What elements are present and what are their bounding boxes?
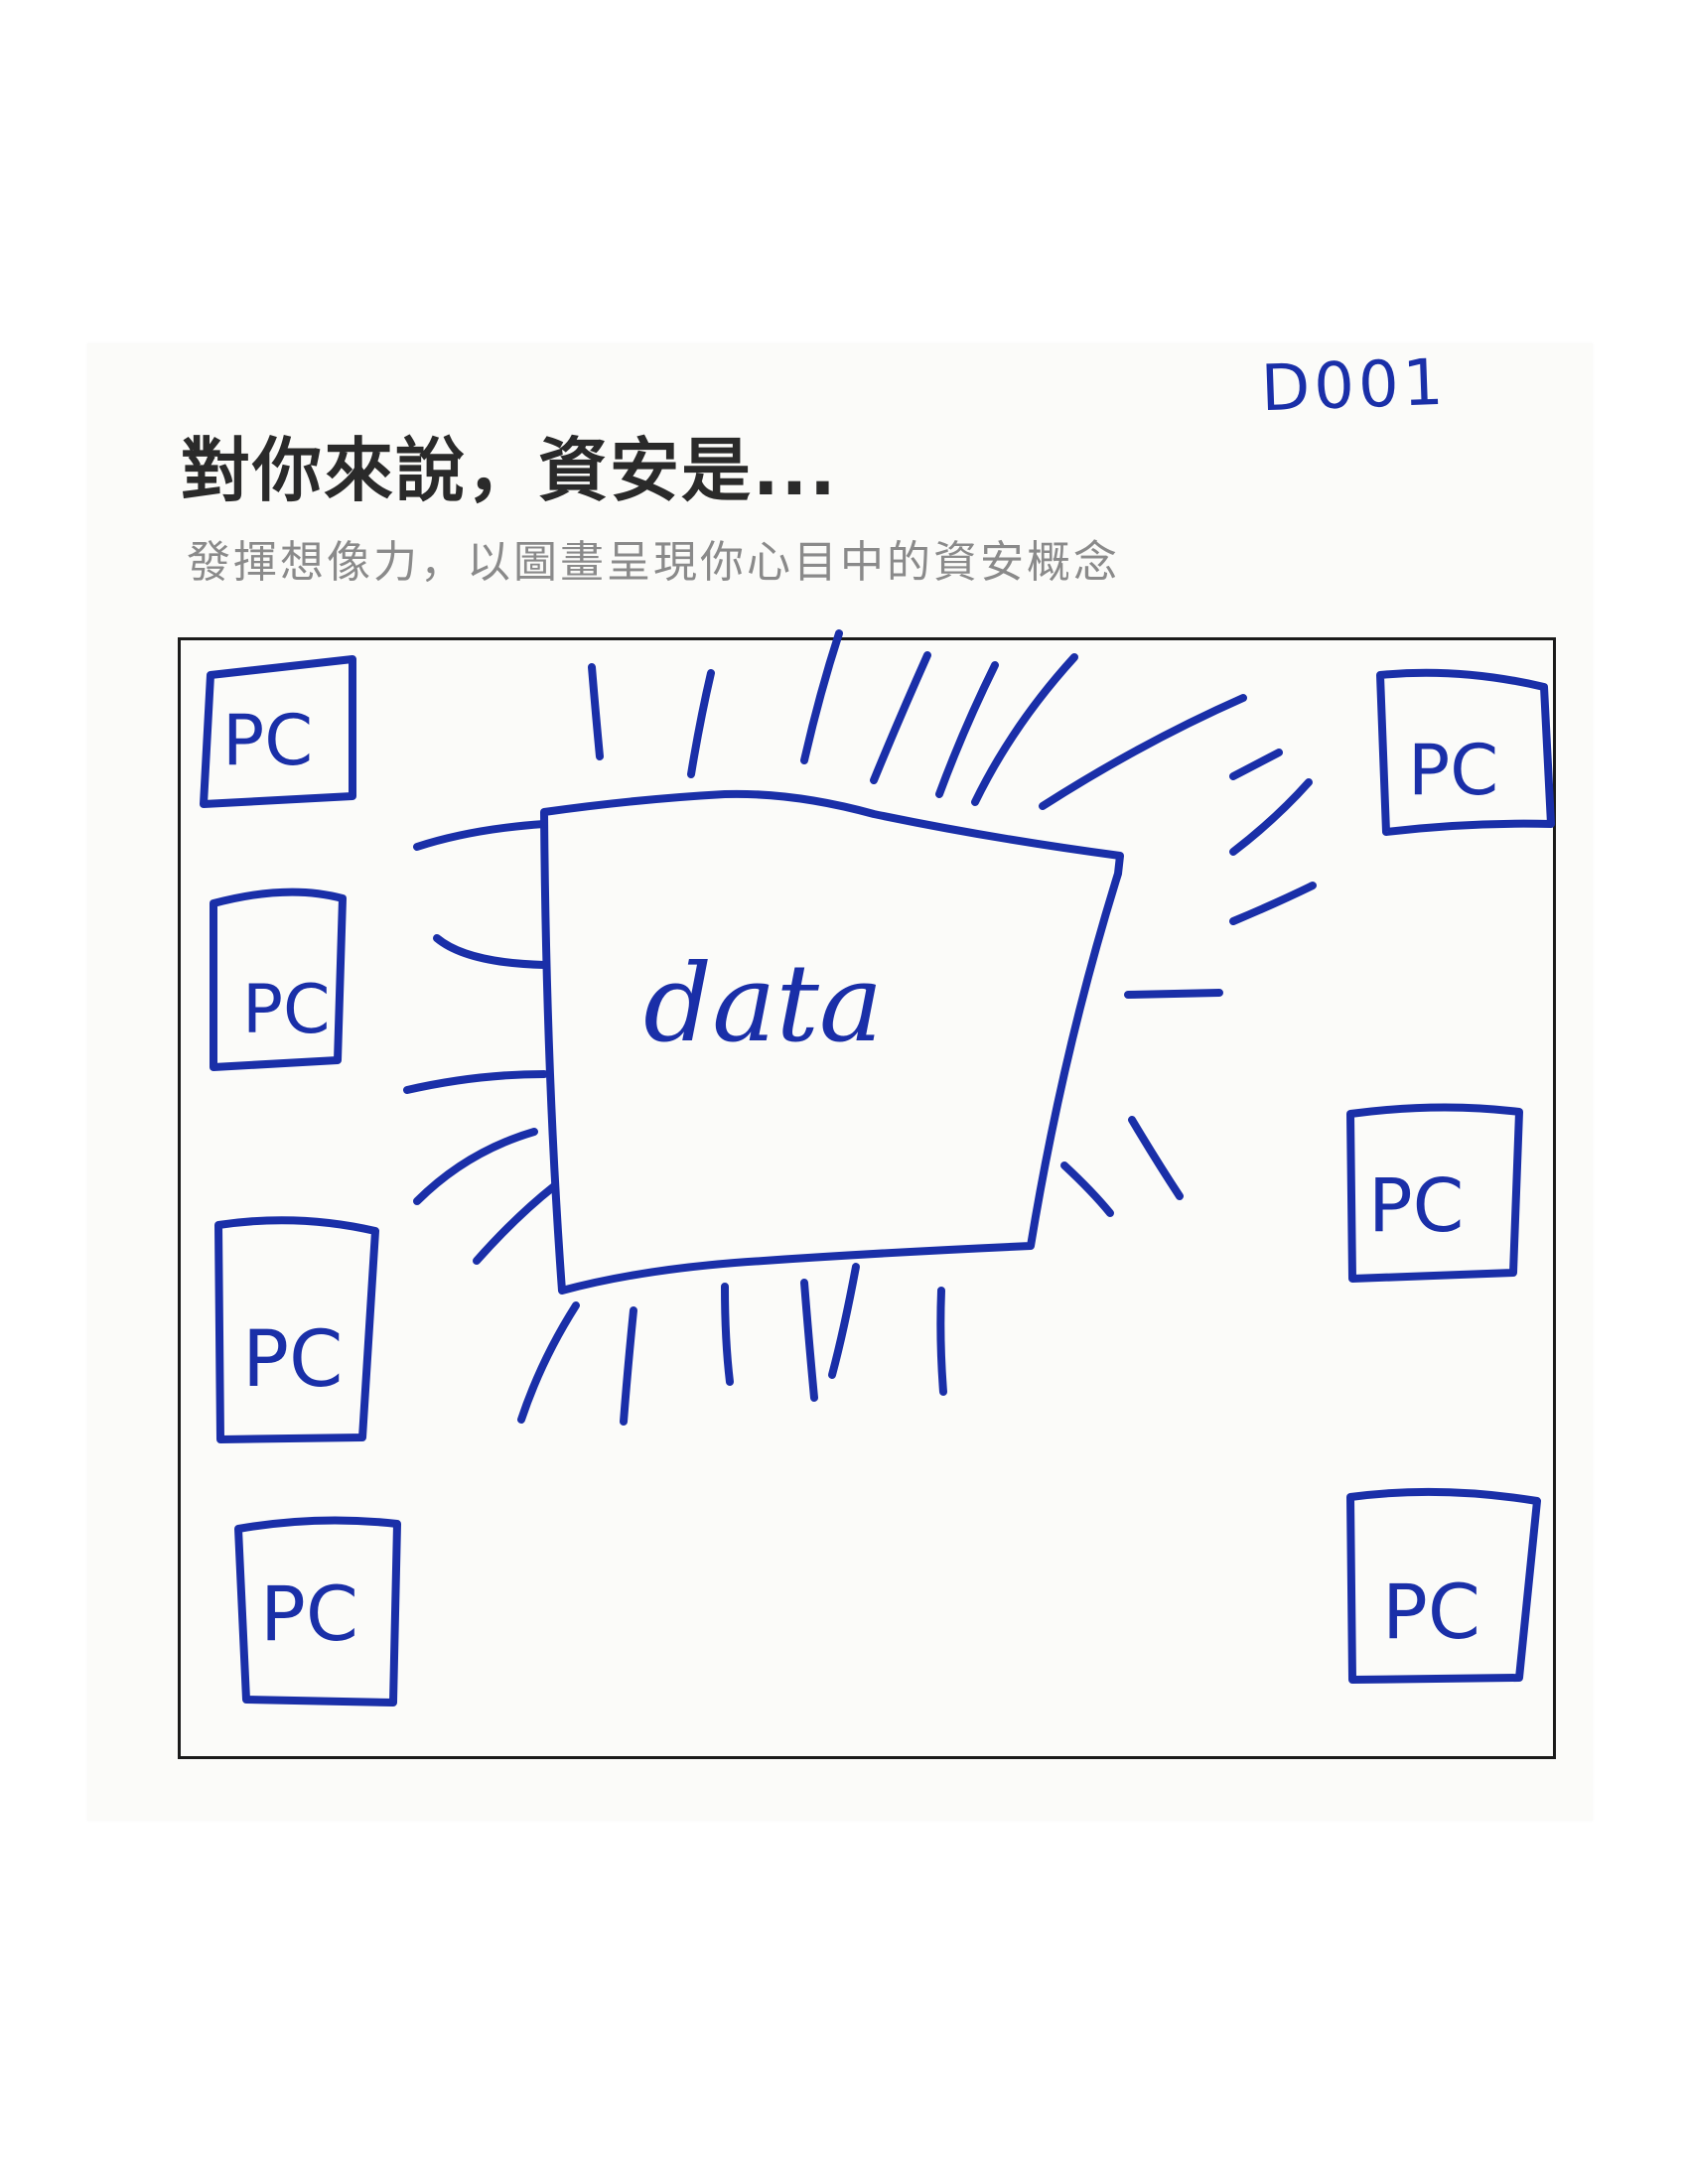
card-title: 對你來說，資安是... [181, 430, 838, 511]
pc-label: PC [222, 700, 313, 781]
pc-icon-left-2: PC [210, 887, 347, 1071]
pc-icon-left-4: PC [234, 1516, 401, 1706]
pc-icon-right-3: PC [1346, 1487, 1541, 1684]
data-box [540, 789, 1124, 1295]
survey-card [87, 343, 1593, 1821]
pc-icon-left-1: PC [200, 655, 356, 808]
pc-icon-right-1: PC [1376, 668, 1555, 836]
pc-label: PC [1368, 1163, 1464, 1249]
pc-label: PC [242, 971, 331, 1049]
data-label: data [643, 942, 883, 1066]
pc-label: PC [1382, 1568, 1480, 1656]
pc-label: PC [242, 1315, 344, 1405]
radiating-lines [403, 629, 1317, 1426]
pc-label: PC [260, 1570, 358, 1658]
card-subtitle: 發揮想像力，以圖畫呈現你心目中的資安概念 [187, 537, 1120, 588]
pc-label: PC [1408, 730, 1498, 811]
pc-icon-right-2: PC [1346, 1103, 1523, 1283]
drawing-frame [178, 637, 1556, 1759]
pc-icon-left-3: PC [214, 1216, 379, 1443]
